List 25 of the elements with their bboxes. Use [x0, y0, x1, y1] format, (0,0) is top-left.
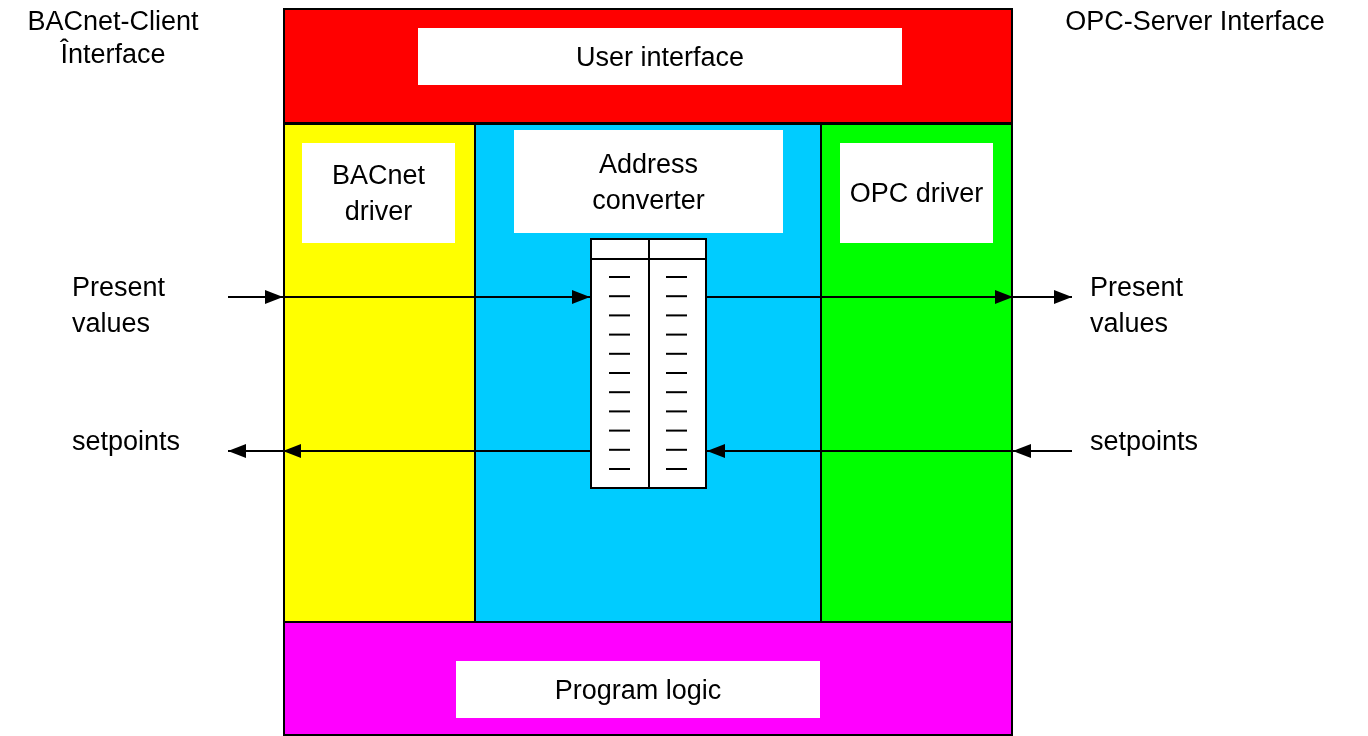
- arrow: [282, 290, 591, 304]
- arrow: [706, 444, 1014, 458]
- module-title-panel: Address converter: [514, 130, 783, 233]
- interface-label: OPC-Server Interface: [1064, 5, 1326, 38]
- arrow: [1012, 290, 1073, 304]
- signal-label: setpoints: [1090, 423, 1240, 459]
- module-title-panel: OPC driver: [840, 143, 993, 243]
- module-title-panel: BACnet driver: [302, 143, 455, 243]
- arrow: [227, 290, 284, 304]
- signal-label: Present values: [72, 269, 202, 341]
- user-interface-band: [283, 8, 1013, 124]
- arrow: [1012, 444, 1073, 458]
- arrow: [282, 444, 591, 458]
- driver-column: [820, 123, 1013, 623]
- converter-column: [474, 123, 822, 623]
- module-title-panel: User interface: [418, 28, 902, 85]
- program-logic-band: [283, 621, 1013, 736]
- arrow: [706, 290, 1014, 304]
- address-table: [590, 238, 707, 489]
- module-title-panel: Program logic: [456, 661, 820, 718]
- driver-column: [283, 123, 476, 623]
- signal-label: Present values: [1090, 269, 1220, 341]
- arrow: [227, 444, 284, 458]
- signal-label: setpoints: [72, 423, 222, 459]
- interface-label: BACnet-Client Înterface: [26, 5, 200, 71]
